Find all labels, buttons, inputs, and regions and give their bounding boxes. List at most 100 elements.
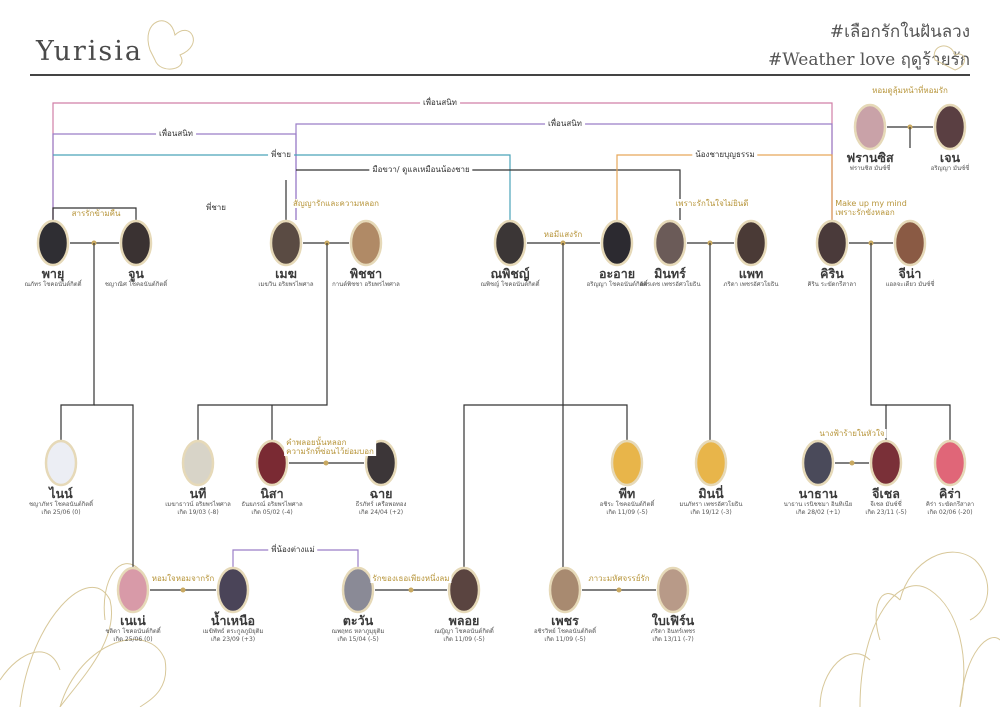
person-namnuea: น้ำเหนือเมฆิพัทธ์ ตระกูลภูมิยุติมเกิด 23… bbox=[203, 614, 264, 644]
person-phit: พีทอชิระ โชคอนันต์กิตติ์เกิด 11/09 (-5) bbox=[600, 487, 654, 517]
person-nisa: นิสาธันยภรณ์ อริยพรไพศาลเกิด 05/02 (-4) bbox=[241, 487, 302, 517]
person-detail: เกิด 11/09 (-5) bbox=[443, 636, 485, 643]
person-name: นที bbox=[189, 486, 207, 501]
portrait-mimi bbox=[694, 439, 728, 487]
person-kai: ฉายธีรภัทร์ เครือพอทองเกิด 24/04 (+2) bbox=[356, 487, 407, 517]
portrait-baifern bbox=[656, 566, 690, 614]
flower-decoration-bottom-left bbox=[0, 563, 167, 707]
person-jen: เจนอริญญา มันซ์ชี่ bbox=[931, 151, 970, 173]
person-detail: ชญาณิศ โชคอนันต์กิตติ์ bbox=[104, 281, 168, 288]
person-name: พีท bbox=[618, 486, 636, 501]
person-khira: คิร่าคิร่า ระฆัดกรีสาลาเกิด 02/06 (-20) bbox=[926, 487, 974, 517]
flower-decoration-bottom-right bbox=[819, 551, 1000, 707]
person-detail: อริญญา โชคอนันต์กิตติ์ bbox=[586, 281, 648, 288]
person-detail: จีเชล มันซ์ชี่ bbox=[870, 501, 902, 508]
person-detail: ฟรานซิส มันซ์ชี่ bbox=[849, 165, 891, 172]
connector-line bbox=[563, 404, 628, 440]
person-detail: มนภัทรา เพชรอัศวโยธิน bbox=[679, 501, 743, 508]
hashtag-2: #Weather love ฤดูร้ายรัก bbox=[767, 50, 970, 70]
person-minthra: มินทร์อัศรเดช เพชรอัศวโยธิน bbox=[639, 267, 700, 289]
person-detail: เกิด 25/06 (0) bbox=[41, 509, 81, 516]
person-mek: เมฆเมฆวิน อริยพรไพศาล bbox=[258, 267, 313, 289]
person-detail: ณพิชญ์ โชคอนันต์กิตติ์ bbox=[480, 281, 540, 288]
person-phat: แพทภริดา เพชรอัศวโยธิน bbox=[724, 267, 779, 289]
portrait-nathi bbox=[181, 439, 215, 487]
person-name: อะอาย bbox=[598, 266, 636, 281]
person-name: ตะวัน bbox=[342, 613, 374, 628]
relation-label-junior: น้องชายบุญธรรม bbox=[692, 150, 758, 159]
person-detail: ธันยภรณ์ อริยพรไพศาล bbox=[241, 501, 303, 508]
relation-label-l_mek: สัญญารักและความหลอก bbox=[291, 199, 381, 208]
relation-label-l_nachayu: หอมีแสงรัก bbox=[541, 230, 585, 239]
person-name: จีเชล bbox=[872, 486, 900, 501]
person-nachayu: ณพิชญ์ณพิชญ์ โชคอนันต์กิตติ์ bbox=[480, 267, 539, 289]
relation-label-l_phet: ภาวะมหัศจรรย์รัก bbox=[586, 574, 652, 583]
relation-label-friend2: เพื่อนสนิท bbox=[156, 129, 196, 138]
portrait-khirin bbox=[815, 219, 849, 267]
portrait-mek bbox=[269, 219, 303, 267]
person-detail: เกิด 28/02 (+1) bbox=[795, 509, 841, 516]
portrait-minthra bbox=[653, 219, 687, 267]
relation-label-sibling_mother: พี่น้องต่างแม่ bbox=[268, 545, 318, 554]
relation-label-friend3: เพื่อนสนิท bbox=[545, 119, 585, 128]
portrait-phat bbox=[734, 219, 768, 267]
person-detail: คิริน ระฆัดกรีสาลา bbox=[807, 281, 857, 288]
portrait-nisa bbox=[255, 439, 289, 487]
person-name: ณพิชญ์ bbox=[490, 266, 530, 281]
person-name: คิริน bbox=[820, 266, 844, 281]
person-detail: เกิด 15/04 (-5) bbox=[337, 636, 379, 643]
person-detail: เมฆาธาวน์ อริยพรไพศาล bbox=[165, 501, 231, 508]
relation-label-l_nathan: นางฟ้าร้ายในหัวใจ bbox=[817, 429, 887, 438]
person-mimi: มินนี่มนภัทรา เพชรอัศวโยธินเกิด 19/12 (-… bbox=[679, 487, 742, 517]
portrait-jen bbox=[933, 103, 967, 151]
relation-label-l_tawan: รักของเธอเพียงหนึ่งลม bbox=[370, 574, 452, 583]
person-name: เพชร bbox=[551, 613, 579, 628]
portrait-phayu bbox=[36, 219, 70, 267]
person-detail: แอลจะเดียว มันซ์ชี่ bbox=[885, 281, 935, 288]
person-detail: ณภัทร โชคอนันต์กิตติ์ bbox=[24, 281, 82, 288]
portrait-jina bbox=[893, 219, 927, 267]
person-detail: ภริดา อินทร์เพชร bbox=[650, 628, 696, 635]
relation-label-line: คำพลอยนั้นหลอก bbox=[286, 438, 347, 447]
person-detail: เกิด 23/09 (+3) bbox=[210, 636, 256, 643]
connector-line bbox=[53, 154, 511, 220]
portrait-khira bbox=[933, 439, 967, 487]
connector-line bbox=[60, 243, 95, 440]
person-detail: ธีรภัทร์ เครือพอทอง bbox=[355, 501, 407, 508]
person-khirin: คิรินคิริน ระฆัดกรีสาลา bbox=[808, 267, 857, 289]
connector-line bbox=[870, 243, 887, 440]
person-detail: อชิรวิทย์ โชคอนันต์กิตติ์ bbox=[533, 628, 597, 635]
person-name: นาธาน bbox=[798, 486, 838, 501]
connector-line bbox=[616, 154, 833, 220]
person-nene2: เนเน่ชลิดา โชคอนันต์กิตติ์เกิด 25/06 (0) bbox=[105, 614, 160, 644]
relation-label-l_france: หอมดูลุ้มหน้าที่หอมรัก bbox=[870, 86, 950, 95]
connector-line bbox=[886, 404, 951, 440]
connector-line bbox=[197, 243, 328, 440]
portrait-nene1 bbox=[44, 439, 78, 487]
portrait-nachayu bbox=[493, 219, 527, 267]
relation-label-l_nene: หอมใจหอมจากรัก bbox=[149, 574, 217, 583]
person-name: จูน bbox=[128, 266, 144, 281]
person-detail: เกิด 02/06 (-20) bbox=[927, 509, 973, 516]
relation-label-l_phayu: สารรักข้ามคืน bbox=[69, 209, 123, 218]
connector-line bbox=[296, 169, 681, 220]
person-detail: เกิด 25/06 (0) bbox=[113, 636, 153, 643]
person-nathi: นทีเมฆาธาวน์ อริยพรไพศาลเกิด 19/03 (-8) bbox=[165, 487, 231, 517]
person-detail: เมฆิพัทธ์ ตระกูลภูมิยุติม bbox=[202, 628, 264, 635]
person-tawan: ตะวันณพฤทธ หลาภูมุยุติมเกิด 15/04 (-5) bbox=[332, 614, 385, 644]
relation-label-line: ความรักที่ซ่อนไว้ย่อมบอก bbox=[286, 447, 374, 456]
flower-decoration-top bbox=[147, 20, 965, 71]
person-detail: นาธาน เรนิชชมา อินทิเนีย bbox=[783, 501, 853, 508]
person-baifern: ใบเฟิร์นภริดา อินทร์เพชรเกิด 13/11 (-7) bbox=[651, 614, 696, 644]
person-detail: เมฆวิน อริยพรไพศาล bbox=[258, 281, 314, 288]
portrait-phet bbox=[548, 566, 582, 614]
connector-line bbox=[463, 243, 564, 567]
person-name: มินนี่ bbox=[698, 486, 724, 501]
connector-line bbox=[52, 207, 137, 220]
person-nathan: นาธานนาธาน เรนิชชมา อินทิเนียเกิด 28/02 … bbox=[784, 487, 853, 517]
person-detail: กานต์พิชชา อริยพรไพศาล bbox=[332, 281, 400, 288]
person-phitcha: พิชชากานต์พิชชา อริยพรไพศาล bbox=[332, 267, 400, 289]
relation-label-l_nisa: คำพลอยนั้นหลอกความรักที่ซ่อนไว้ย่อมบอก bbox=[284, 438, 376, 456]
relation-label-brother2: พี่ชาย bbox=[203, 203, 229, 212]
